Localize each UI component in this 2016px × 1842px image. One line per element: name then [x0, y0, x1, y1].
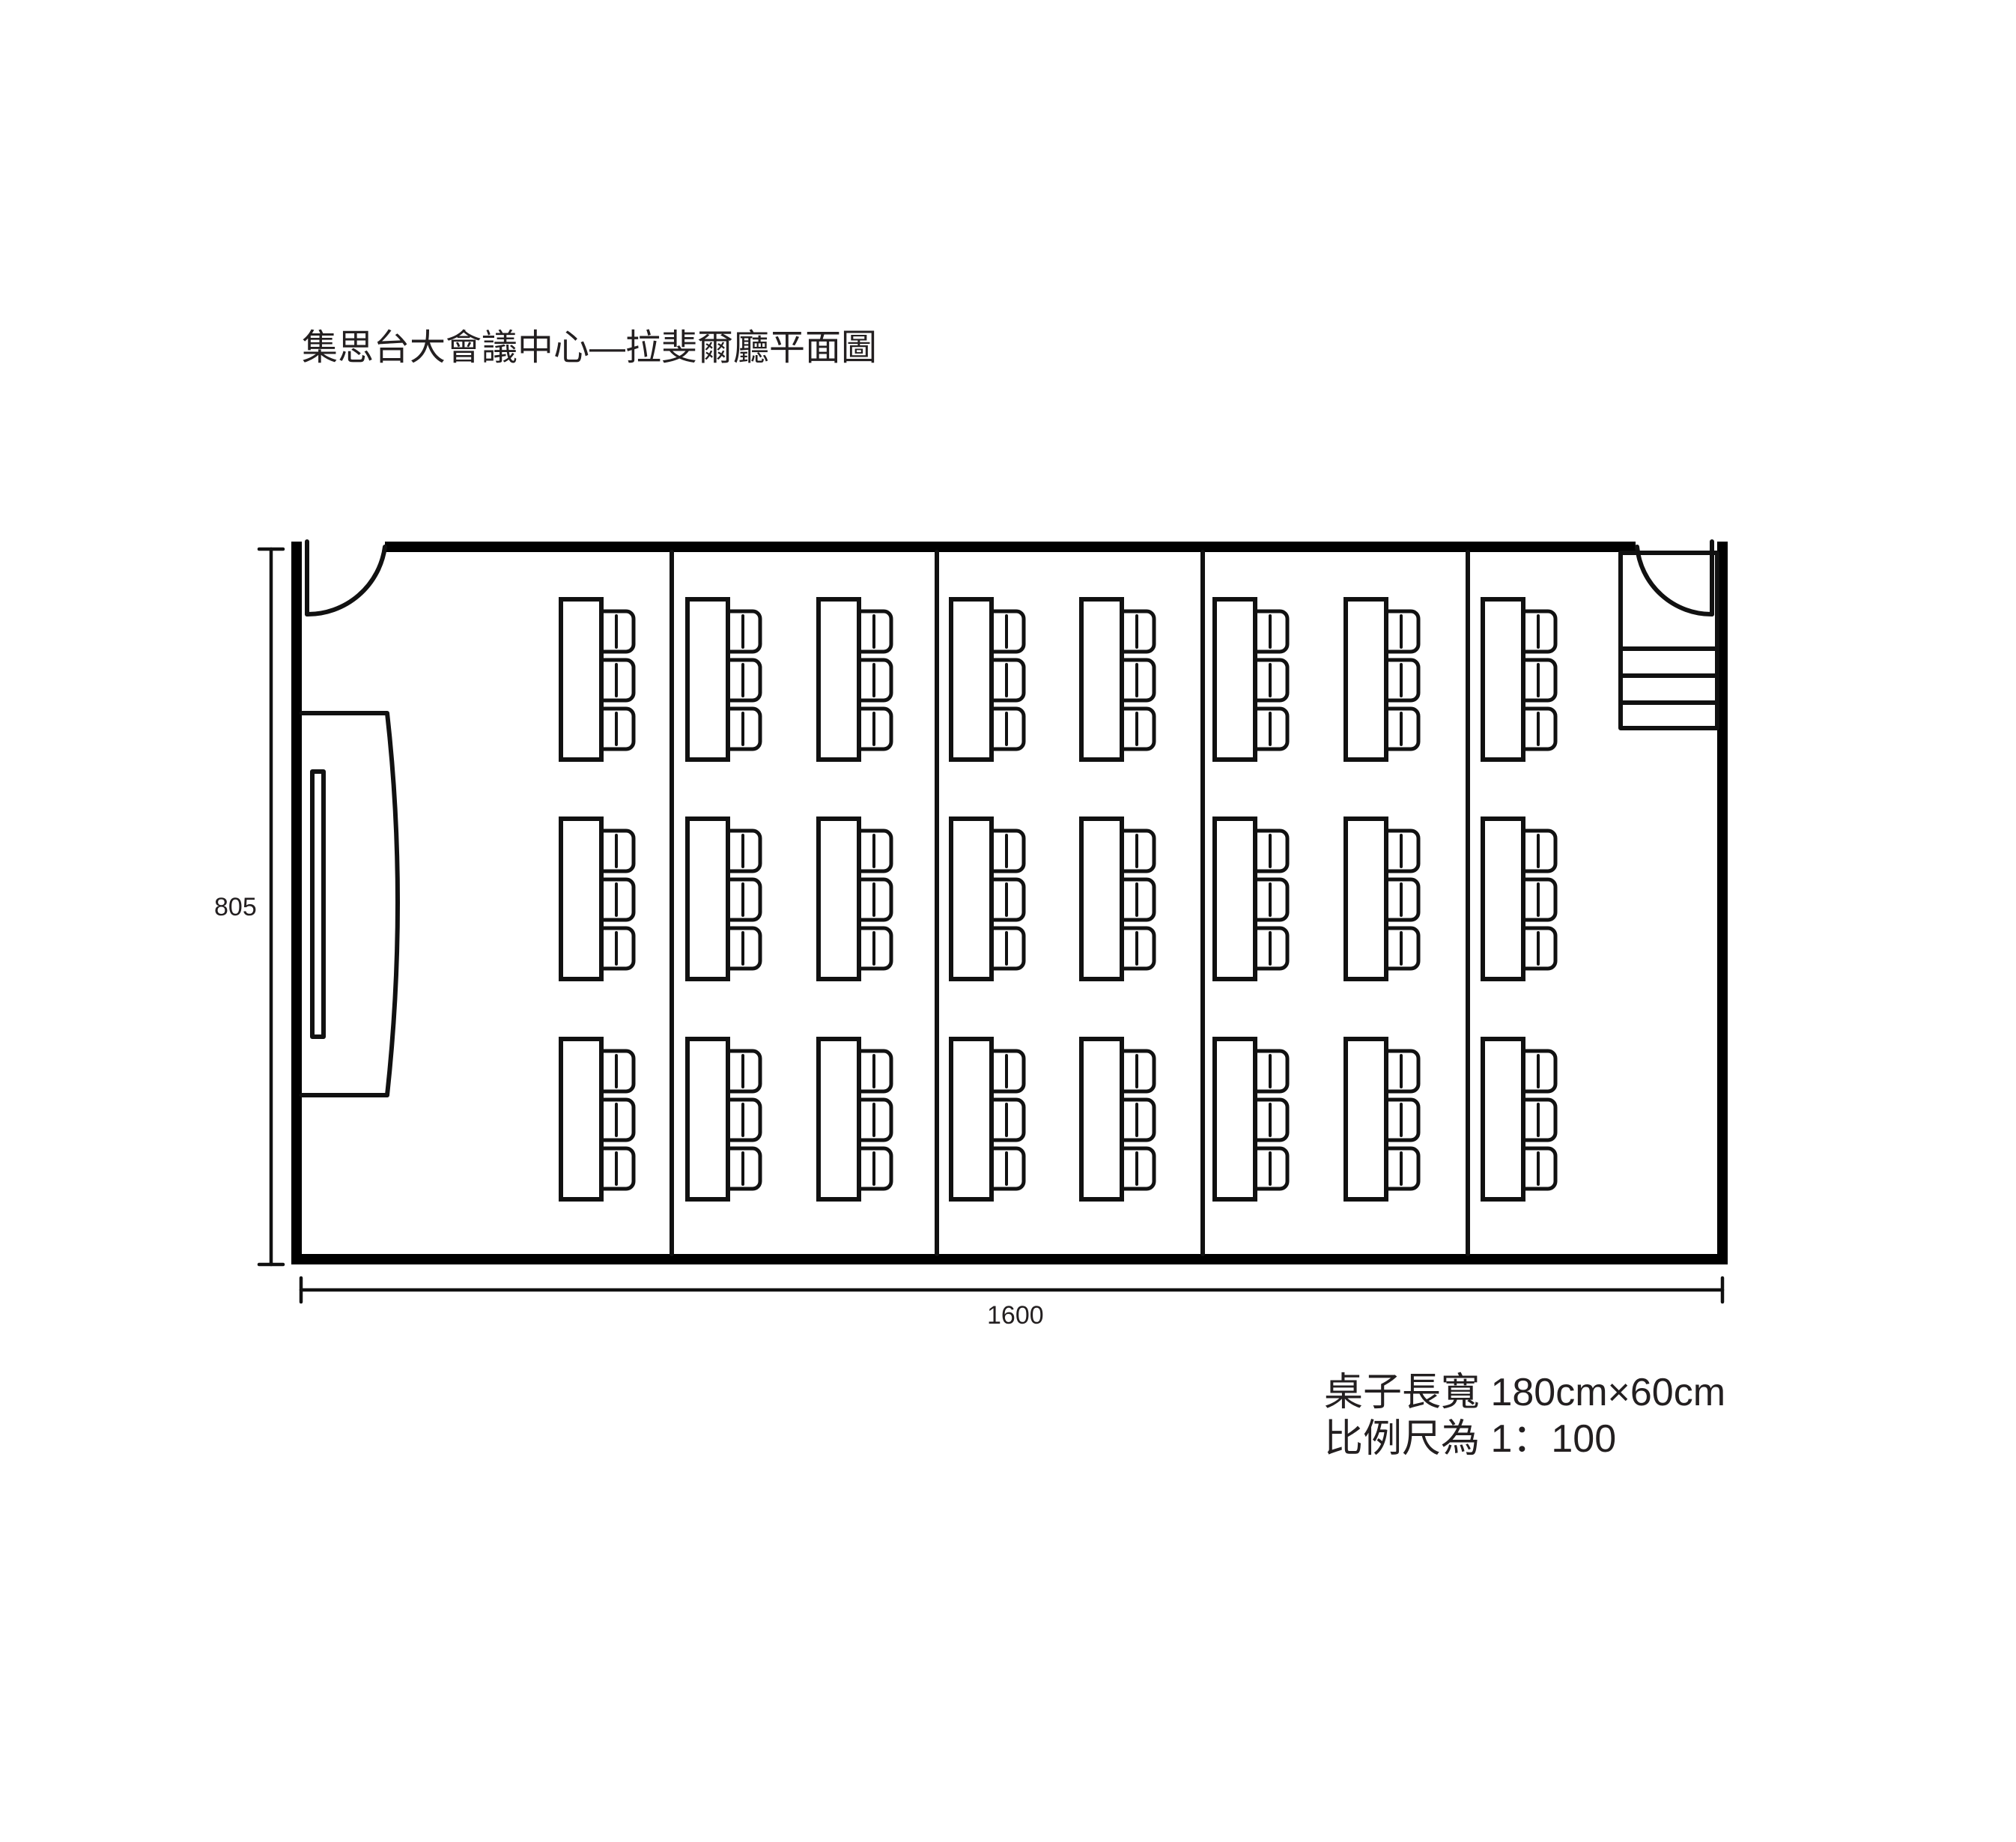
desk	[1481, 817, 1525, 981]
desk	[1212, 1037, 1257, 1202]
desk-unit	[1212, 1037, 1290, 1202]
scale-note: 比例尺為 1：100	[1324, 1417, 1616, 1461]
plan-title: 集思台大會議中心—拉斐爾廳平面圖	[302, 328, 877, 368]
desk-unit	[949, 597, 1026, 762]
left-door	[305, 545, 387, 617]
desk	[685, 597, 730, 762]
desk-unit	[1079, 817, 1156, 981]
desk-unit	[1481, 817, 1558, 981]
desk	[816, 817, 861, 981]
desk-unit	[816, 597, 893, 762]
desk	[1481, 597, 1525, 762]
stage	[300, 711, 400, 1097]
desk	[1481, 1037, 1525, 1202]
desk	[816, 597, 861, 762]
desk	[559, 817, 604, 981]
desk-unit	[1212, 817, 1290, 981]
width-dimension: 1600	[299, 1276, 1725, 1330]
desk	[1212, 817, 1257, 981]
desk-unit	[685, 1037, 762, 1202]
desk	[685, 817, 730, 981]
steps	[1618, 551, 1719, 730]
right-door	[1635, 545, 1714, 617]
desk	[949, 597, 994, 762]
desk	[1344, 817, 1388, 981]
height-label: 805	[214, 893, 257, 921]
desk	[1079, 1037, 1124, 1202]
desk	[559, 597, 604, 762]
desk	[685, 1037, 730, 1202]
desk-unit	[559, 817, 636, 981]
desk-unit	[685, 597, 762, 762]
desk	[949, 1037, 994, 1202]
height-dimension: 805	[214, 547, 285, 1267]
desk-unit	[1079, 1037, 1156, 1202]
desk-unit	[1481, 1037, 1558, 1202]
screen	[310, 769, 326, 1039]
desk	[1079, 597, 1124, 762]
desk	[1079, 817, 1124, 981]
desk-size-note: 桌子長寬 180cm×60cm	[1324, 1371, 1725, 1414]
desk-grid	[559, 597, 1558, 1202]
desk	[559, 1037, 604, 1202]
desk-unit	[1344, 597, 1421, 762]
desk-unit	[816, 1037, 893, 1202]
desk-unit	[559, 597, 636, 762]
desk-unit	[559, 1037, 636, 1202]
desk-unit	[685, 817, 762, 981]
desk-unit	[1481, 597, 1558, 762]
desk-unit	[949, 1037, 1026, 1202]
desk-unit	[1344, 817, 1421, 981]
desk-unit	[1344, 1037, 1421, 1202]
desk	[1344, 597, 1388, 762]
desk-unit	[949, 817, 1026, 981]
desk	[1344, 1037, 1388, 1202]
desk	[816, 1037, 861, 1202]
desk	[1212, 597, 1257, 762]
desk-unit	[1212, 597, 1290, 762]
desk-unit	[816, 817, 893, 981]
desk-unit	[1079, 597, 1156, 762]
width-label: 1600	[987, 1301, 1044, 1330]
desk	[949, 817, 994, 981]
partitions	[670, 550, 1470, 1256]
